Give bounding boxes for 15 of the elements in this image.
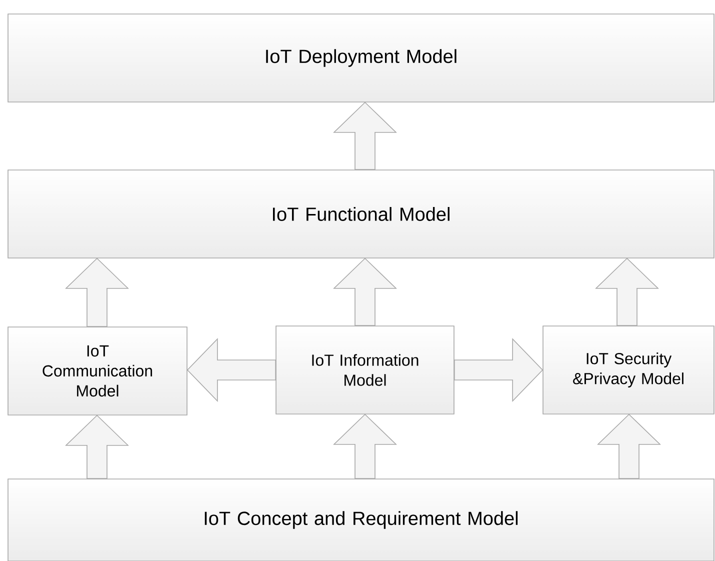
model-box: IoT Communication Model	[8, 326, 188, 416]
block-arrow	[65, 258, 129, 327]
model-box: IoT Functional Model	[8, 170, 714, 258]
block-arrow	[333, 258, 397, 326]
block-arrow	[333, 414, 397, 479]
block-arrow	[595, 258, 659, 326]
block-arrow	[597, 414, 661, 479]
model-box: IoT Information Model	[276, 326, 454, 414]
block-arrow	[333, 102, 397, 170]
model-box: IoT Security &Privacy Model	[542, 326, 714, 414]
model-box: IoT Deployment Model	[8, 14, 714, 102]
model-box: IoT Concept and Requirement Model	[8, 478, 714, 561]
block-arrow	[454, 338, 544, 402]
block-arrow	[186, 338, 276, 402]
block-arrow	[65, 414, 129, 479]
